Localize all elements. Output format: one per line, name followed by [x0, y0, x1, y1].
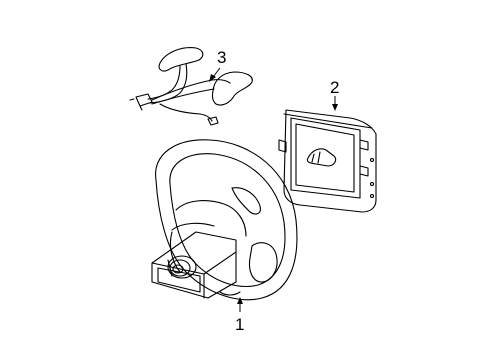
wire-harness: [129, 47, 253, 126]
callout-3: 3: [209, 48, 226, 82]
airbag-module: [278, 109, 377, 213]
callout-1-label: 1: [235, 315, 244, 334]
callout-2: 2: [330, 78, 339, 111]
callout-3-label: 3: [217, 48, 226, 67]
steering-wheel: [151, 139, 298, 301]
callout-2-label: 2: [330, 78, 339, 97]
callout-1: 1: [235, 297, 244, 334]
